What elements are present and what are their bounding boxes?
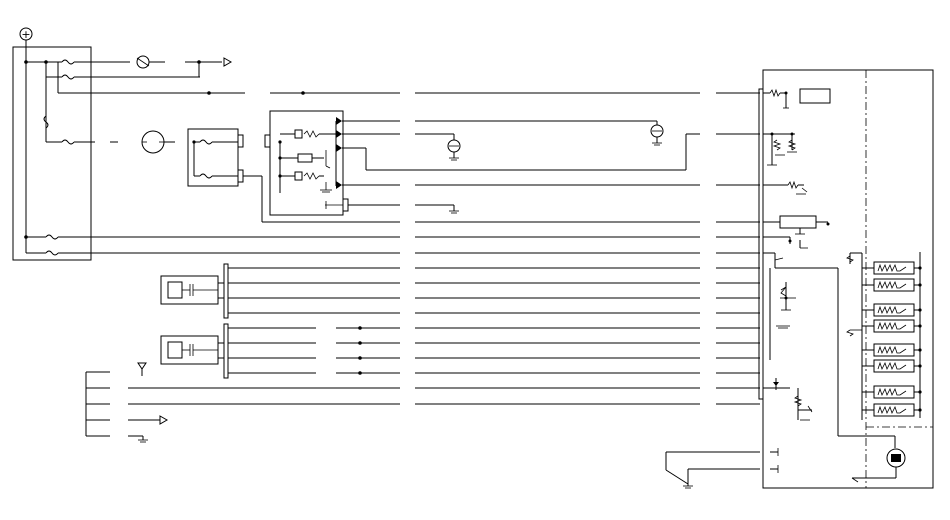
heater-element bbox=[862, 261, 922, 275]
lamp-symbol bbox=[110, 130, 175, 154]
ground-harness-bottom bbox=[665, 451, 760, 489]
lamp-mid-1 bbox=[447, 139, 461, 161]
fuse-box bbox=[12, 46, 400, 261]
heater-element bbox=[862, 403, 922, 417]
control-unit-right bbox=[758, 69, 934, 489]
motor-icon bbox=[851, 448, 906, 483]
switch-module-2 bbox=[160, 335, 219, 365]
supply-symbol-label: + bbox=[21, 28, 30, 41]
heater-element bbox=[862, 303, 922, 317]
heater-element bbox=[862, 359, 922, 373]
relay-unit bbox=[187, 128, 400, 223]
bottom-left-harness bbox=[85, 362, 400, 443]
heater-element bbox=[862, 319, 922, 333]
heater-element bbox=[862, 343, 922, 357]
fuse-5 bbox=[45, 234, 59, 240]
fuse-6 bbox=[45, 250, 59, 256]
fuse-2 bbox=[61, 74, 75, 80]
fuse-1 bbox=[61, 59, 75, 65]
heater-bank bbox=[862, 261, 922, 417]
fuse-3 bbox=[43, 115, 49, 129]
ground-mid bbox=[449, 205, 459, 214]
bus-lines-lower bbox=[415, 267, 760, 405]
fuse-4 bbox=[61, 139, 75, 145]
heater-element bbox=[862, 385, 922, 399]
supply-terminal: + bbox=[19, 27, 33, 62]
connector-strip-2 bbox=[218, 323, 400, 379]
switch-module-1 bbox=[160, 275, 219, 305]
bus-lines bbox=[415, 92, 760, 254]
control-module bbox=[264, 110, 686, 216]
connector-strip-1 bbox=[218, 263, 400, 319]
relay-top bbox=[136, 55, 233, 77]
heater-element bbox=[862, 278, 922, 292]
lamp-mid-2 bbox=[650, 124, 664, 146]
